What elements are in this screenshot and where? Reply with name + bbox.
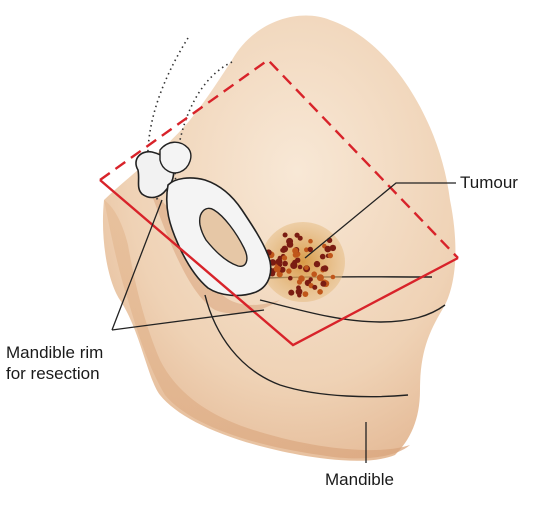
tumour-dot bbox=[304, 266, 309, 271]
tumour-dot bbox=[297, 279, 302, 284]
tumour-dot bbox=[288, 276, 293, 281]
tumour-dot bbox=[290, 262, 297, 269]
tumour-dot bbox=[303, 291, 309, 297]
tumour-label: Tumour bbox=[460, 173, 518, 193]
tumour-dot bbox=[331, 275, 336, 280]
tumour-dot bbox=[311, 271, 317, 277]
tumour-dot bbox=[280, 248, 285, 253]
tumour-dot bbox=[292, 248, 298, 254]
tumour-dot bbox=[276, 258, 283, 265]
tumour-dot bbox=[328, 253, 333, 258]
tumour-dot bbox=[298, 265, 303, 270]
tumour-dot bbox=[288, 290, 294, 296]
tumour-dot bbox=[296, 285, 301, 290]
tumour-dot bbox=[314, 261, 320, 267]
mandible-rim-label-line1: Mandible rim bbox=[6, 343, 103, 363]
tumour-dot bbox=[317, 289, 323, 295]
tumour-dot bbox=[298, 236, 303, 241]
mandible-rim-label-line2: for resection bbox=[6, 364, 100, 384]
tumour-dot bbox=[321, 266, 327, 272]
bone-rim-top-bump bbox=[160, 142, 191, 173]
tumour-dot bbox=[325, 246, 332, 253]
tumour-dot bbox=[282, 255, 287, 260]
tumour-dot bbox=[282, 261, 288, 267]
tumour-dot bbox=[308, 239, 313, 244]
tumour-dot bbox=[320, 281, 326, 287]
tumour-dot bbox=[320, 254, 326, 260]
tumour-dot bbox=[312, 285, 317, 290]
tumour-dot bbox=[309, 277, 313, 281]
tumour-dot bbox=[287, 241, 294, 248]
tumour-mass bbox=[261, 222, 345, 302]
tumour-dot bbox=[283, 233, 288, 238]
mandible-label: Mandible bbox=[325, 470, 394, 490]
tumour-dot bbox=[286, 268, 291, 273]
tumour-dot bbox=[297, 293, 301, 297]
tumour-dot bbox=[274, 265, 281, 272]
